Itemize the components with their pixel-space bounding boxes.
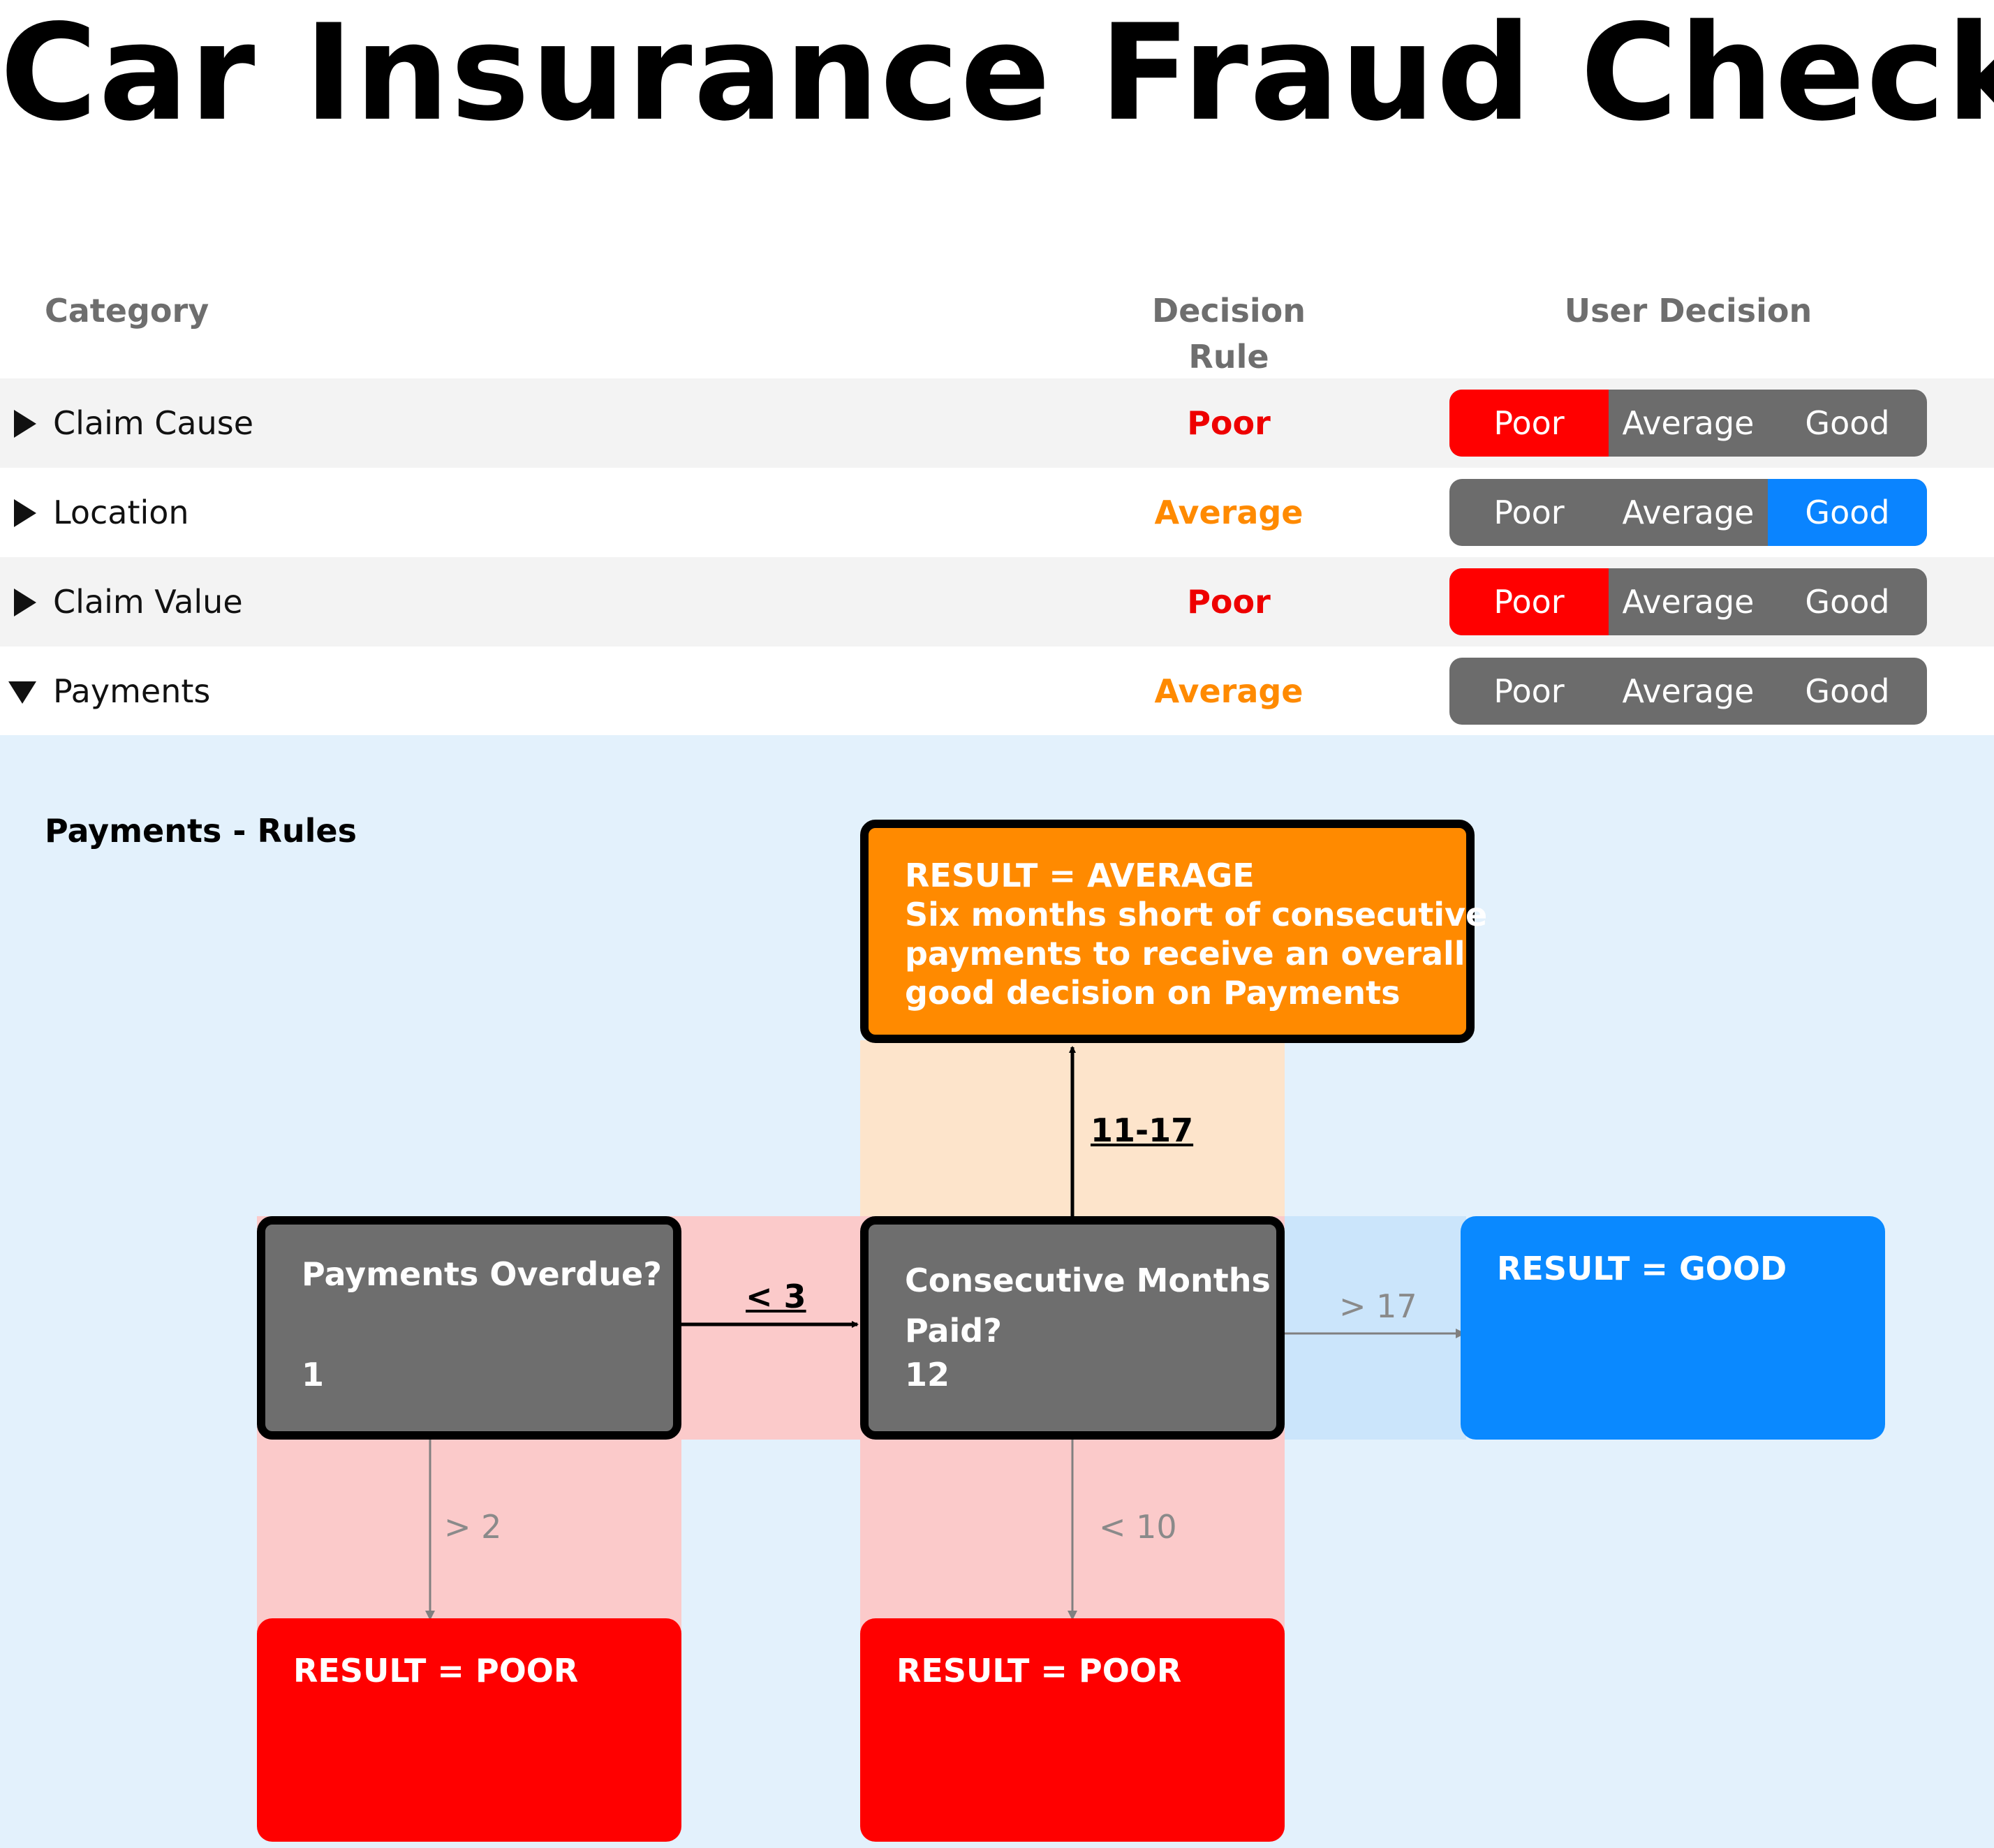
result-average-line3: payments to receive an overall bbox=[905, 935, 1465, 973]
node-result-poor-mid[interactable]: RESULT = POOR bbox=[860, 1618, 1285, 1842]
row-label: Claim Value bbox=[53, 583, 243, 621]
option-good-button[interactable]: Good bbox=[1805, 672, 1890, 710]
option-poor-button[interactable]: Poor bbox=[1493, 672, 1565, 710]
result-poor-text: RESULT = POOR bbox=[896, 1652, 1182, 1690]
option-good-button[interactable]: Good bbox=[1805, 404, 1890, 442]
result-average-line2: Six months short of consecutive bbox=[905, 896, 1488, 933]
header-decision-rule: Decision Rule bbox=[1117, 288, 1341, 380]
header-category: Category bbox=[45, 292, 209, 330]
node-title-line2: Paid? bbox=[905, 1312, 1002, 1350]
edge-label-lt10: < 10 bbox=[1099, 1508, 1177, 1546]
option-average-button[interactable]: Average bbox=[1622, 583, 1755, 621]
band-poor-left bbox=[257, 1437, 681, 1632]
rules-panel-title: Payments - Rules bbox=[45, 812, 357, 850]
decision-rule-value: Average bbox=[1154, 494, 1304, 531]
table-row-claim-value: Claim Value Poor Poor Average Good bbox=[0, 557, 1994, 646]
band-good-path bbox=[1285, 1216, 1466, 1440]
node-title: Consecutive Months Paid? bbox=[905, 1255, 1271, 1356]
node-value: 12 bbox=[905, 1356, 950, 1394]
node-result-good[interactable]: RESULT = GOOD bbox=[1461, 1216, 1885, 1440]
user-decision-toggle: Poor Average Good bbox=[1449, 479, 1927, 546]
table-row-payments: Payments Average Poor Average Good bbox=[0, 646, 1994, 736]
page-title: Car Insurance Fraud Check bbox=[0, 0, 1994, 150]
edge-label-lt3: < 3 bbox=[746, 1278, 806, 1315]
option-average-button[interactable]: Average bbox=[1622, 404, 1755, 442]
option-poor-button[interactable]: Poor bbox=[1493, 494, 1565, 531]
expand-triangle-icon[interactable] bbox=[14, 589, 36, 616]
user-decision-toggle: Poor Average Good bbox=[1449, 568, 1927, 635]
expand-triangle-icon[interactable] bbox=[14, 410, 36, 438]
edge-label-11-17: 11-17 bbox=[1091, 1111, 1194, 1149]
header-user-decision: User Decision bbox=[1564, 292, 1812, 330]
row-label: Payments bbox=[53, 672, 211, 710]
table-row-location: Location Average Poor Average Good bbox=[0, 468, 1994, 557]
option-good-button[interactable]: Good bbox=[1768, 479, 1927, 546]
result-poor-text: RESULT = POOR bbox=[293, 1652, 579, 1690]
collapse-triangle-icon[interactable] bbox=[8, 681, 36, 704]
decision-rule-value: Poor bbox=[1187, 583, 1271, 621]
result-average-text: RESULT = AVERAGE Six months short of con… bbox=[905, 856, 1487, 1012]
result-good-text: RESULT = GOOD bbox=[1497, 1250, 1787, 1287]
header-decision-rule-line1: Decision bbox=[1152, 292, 1306, 330]
decision-rule-value: Average bbox=[1154, 672, 1304, 710]
row-label: Location bbox=[53, 494, 189, 531]
node-consecutive-months[interactable]: Consecutive Months Paid? 12 bbox=[860, 1216, 1285, 1440]
node-payments-overdue[interactable]: Payments Overdue? 1 bbox=[257, 1216, 681, 1440]
option-poor-button[interactable]: Poor bbox=[1449, 568, 1609, 635]
option-average-button[interactable]: Average bbox=[1622, 494, 1755, 531]
node-title: Payments Overdue? bbox=[302, 1255, 662, 1293]
table-row-claim-cause: Claim Cause Poor Poor Average Good bbox=[0, 378, 1994, 468]
node-result-average[interactable]: RESULT = AVERAGE Six months short of con… bbox=[860, 820, 1487, 1043]
option-good-button[interactable]: Good bbox=[1805, 583, 1890, 621]
node-value: 1 bbox=[302, 1356, 325, 1394]
header-decision-rule-line2: Rule bbox=[1188, 338, 1269, 376]
row-label: Claim Cause bbox=[53, 404, 254, 442]
user-decision-toggle: Poor Average Good bbox=[1449, 658, 1927, 725]
result-average-line1: RESULT = AVERAGE bbox=[905, 857, 1255, 894]
edge-label-gt17: > 17 bbox=[1339, 1287, 1417, 1325]
node-result-poor-left[interactable]: RESULT = POOR bbox=[257, 1618, 681, 1842]
user-decision-toggle: Poor Average Good bbox=[1449, 390, 1927, 457]
option-average-button[interactable]: Average bbox=[1622, 672, 1755, 710]
expand-triangle-icon[interactable] bbox=[14, 499, 36, 527]
result-average-line4: good decision on Payments bbox=[905, 974, 1401, 1012]
edge-label-gt2: > 2 bbox=[444, 1508, 502, 1546]
decision-rule-value: Poor bbox=[1187, 404, 1271, 442]
option-poor-button[interactable]: Poor bbox=[1449, 390, 1609, 457]
node-title-line1: Consecutive Months bbox=[905, 1262, 1271, 1299]
